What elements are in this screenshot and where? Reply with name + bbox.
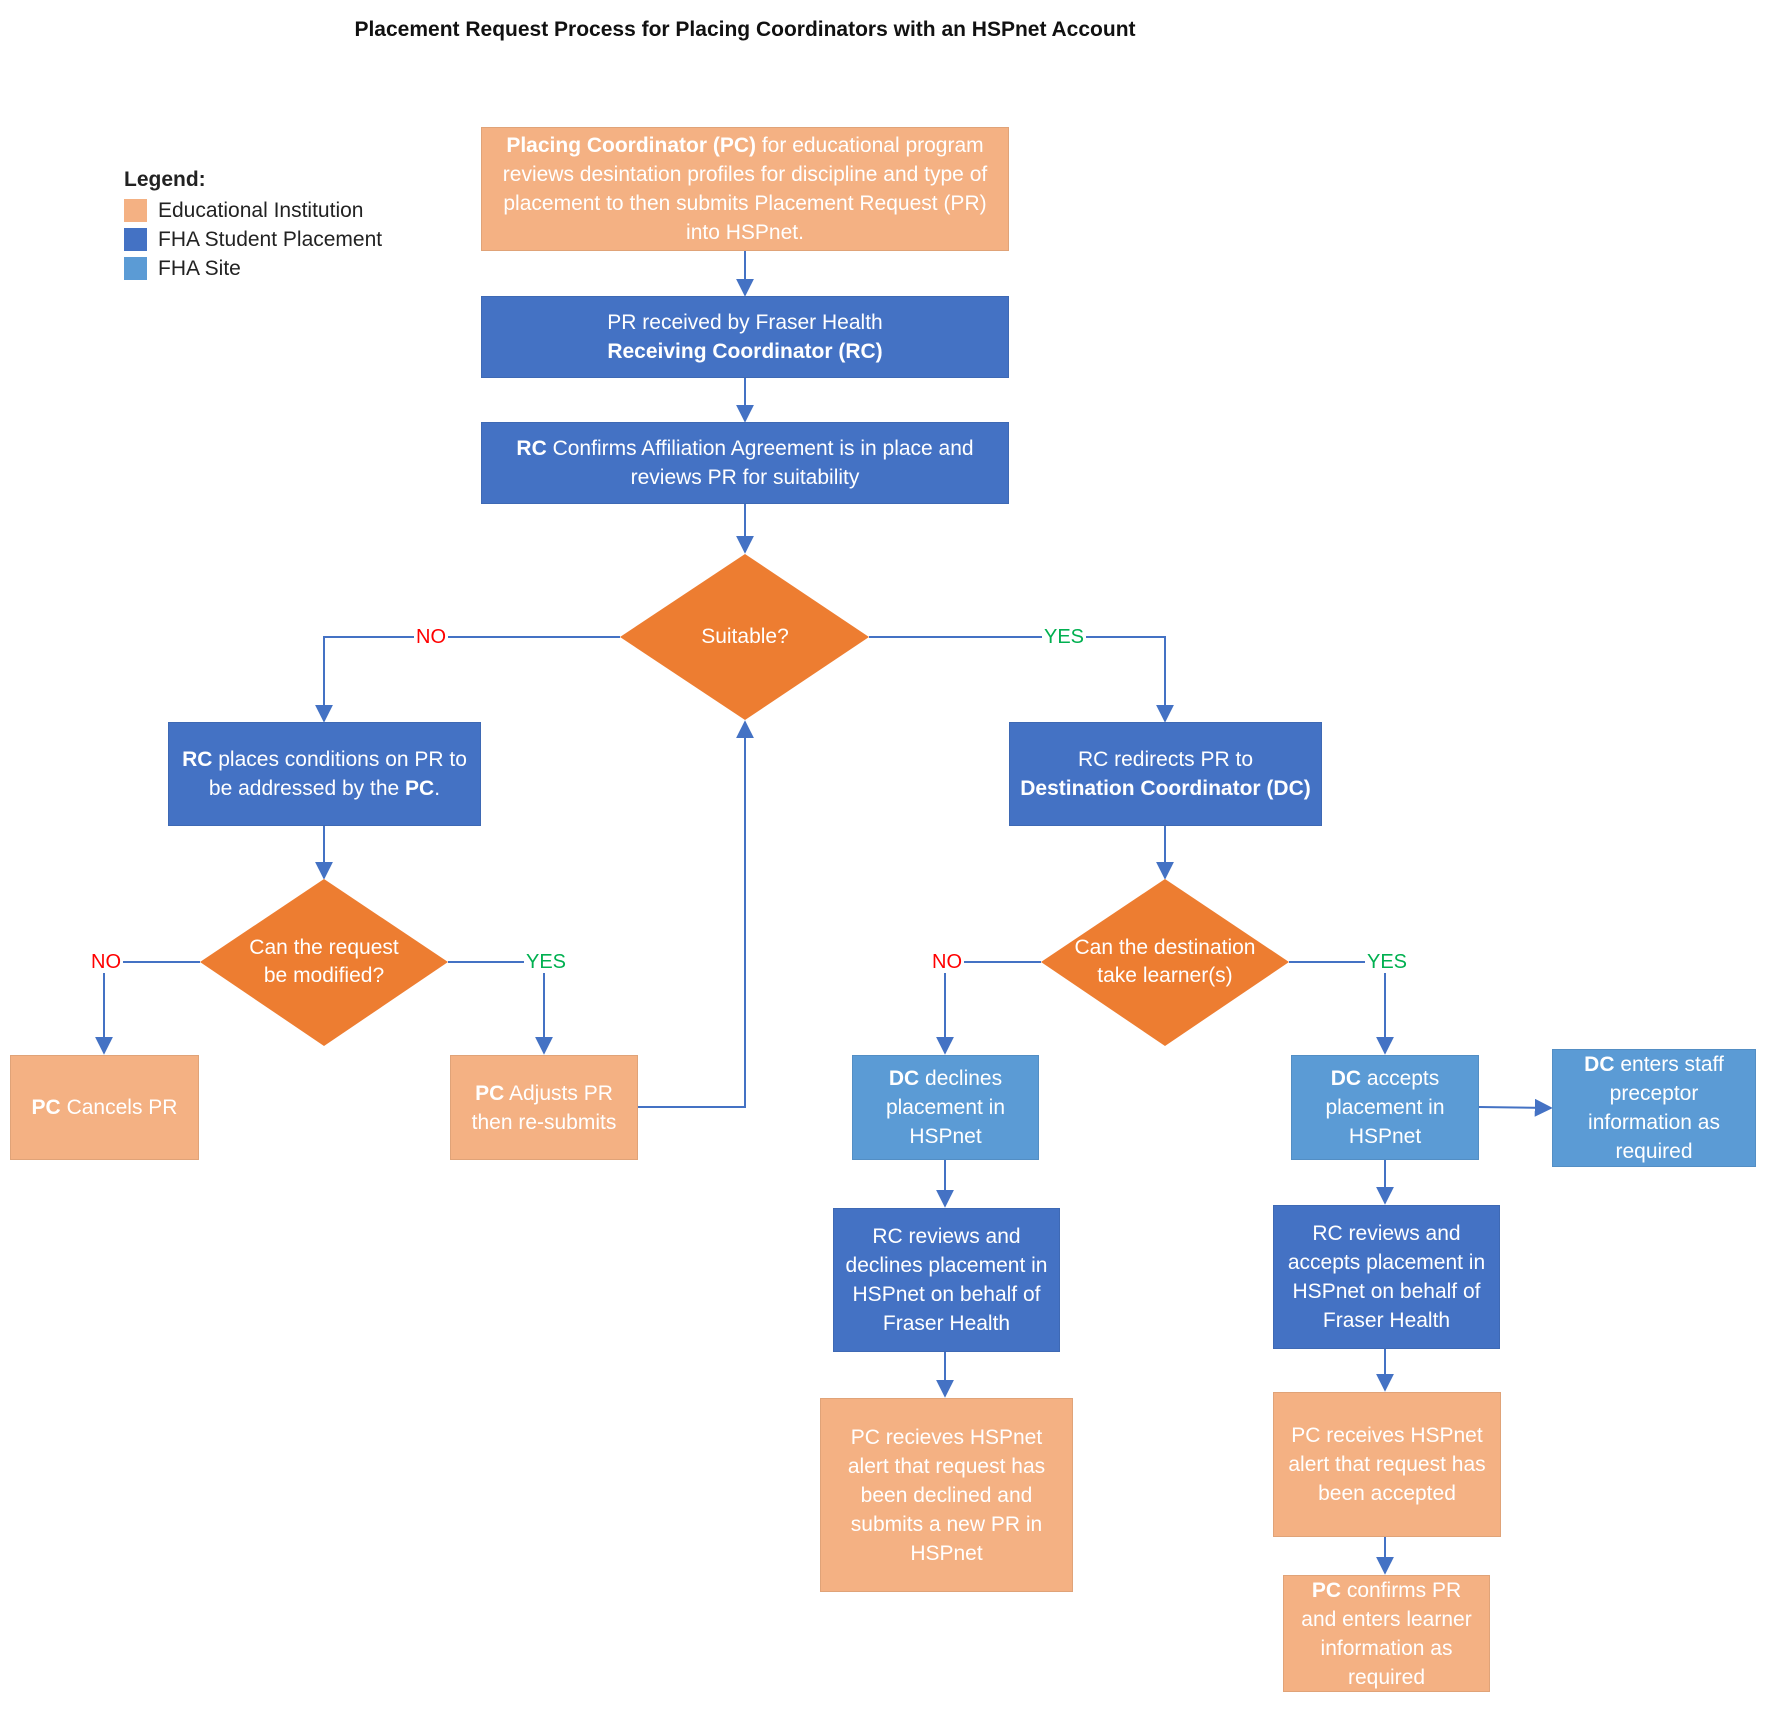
suitable-decision-label: Suitable? <box>701 625 789 648</box>
take-decision-shape <box>1041 879 1289 1046</box>
rc-declines-box: RC reviews and declines placement in HSP… <box>833 1208 1060 1352</box>
connector-modify-no <box>95 961 200 1055</box>
legend-swatch-fha-site <box>124 257 147 280</box>
pc-submit-bold: Placing Coordinator (PC) <box>506 134 757 157</box>
legend-label-fha-student-placement: FHA Student Placement <box>158 227 383 251</box>
rc-conditions-text: places conditions on PR to be addressed … <box>208 748 467 800</box>
dc-accepts-bold: DC <box>1330 1067 1362 1090</box>
pc-cancels-text: Cancels PR <box>60 1096 178 1119</box>
rc-confirms-box: RC Confirms Affiliation Agreement is in … <box>481 422 1009 504</box>
connector-suitable-no <box>315 636 620 723</box>
dc-declines-bold: DC <box>888 1067 920 1090</box>
suitable-no-label: NO <box>414 626 448 648</box>
rc-redirects-bold: Destination Coordinator (DC) <box>1020 777 1311 800</box>
rc-accepts-text: RC reviews and accepts placement in HSPn… <box>1287 1222 1486 1332</box>
legend-swatch-educational <box>124 199 147 222</box>
pr-received-bold: Receiving Coordinator (RC) <box>607 340 883 363</box>
rc-confirms-text: Confirms Affiliation Agreement is in pla… <box>546 437 974 489</box>
pc-adjusts-text: Adjusts PR then re-submits <box>471 1081 617 1134</box>
pc-confirms-bold: PC <box>1311 1578 1341 1602</box>
dc-accepts-text: accepts placement in HSPnet <box>1325 1067 1445 1148</box>
legend-item-fha-student-placement: FHA Student Placement <box>124 225 382 254</box>
pr-received-text: PR received by Fraser Health <box>607 311 883 334</box>
pc-submit-box: Placing Coordinator (PC) for educational… <box>481 127 1009 251</box>
dc-preceptor-text: enters staff preceptor information as re… <box>1588 1053 1724 1163</box>
rc-redirects-text: RC redirects PR to <box>1077 748 1254 771</box>
dc-accepts-box: DC accepts placement in HSPnet <box>1291 1055 1479 1160</box>
modify-yes-label: YES <box>524 951 569 973</box>
pc-adjusts-bold: PC <box>475 1081 505 1105</box>
rc-declines-text: RC reviews and declines placement in HSP… <box>845 1225 1048 1335</box>
rc-conditions-bold: RC <box>182 748 213 771</box>
modify-decision-shape <box>200 879 448 1046</box>
legend-item-educational: Educational Institution <box>124 196 382 225</box>
pc-accepted-alert-text: PC receives HSPnet alert that request ha… <box>1288 1424 1486 1505</box>
rc-redirects-box: RC redirects PR to Destination Coordinat… <box>1009 722 1322 826</box>
legend-item-fha-site: FHA Site <box>124 254 382 283</box>
pc-confirms-box: PC confirms PR and enters learner inform… <box>1283 1575 1490 1692</box>
connector-take-yes <box>1289 961 1394 1055</box>
pc-accepted-alert-box: PC receives HSPnet alert that request ha… <box>1273 1392 1501 1537</box>
connector-modify-yes <box>448 961 553 1055</box>
connector-suitable-yes <box>869 636 1174 723</box>
dc-declines-text: declines placement in HSPnet <box>885 1067 1006 1148</box>
pc-confirms-text: confirms PR and enters learner informati… <box>1301 1578 1472 1689</box>
legend-label-fha-site: FHA Site <box>158 256 241 280</box>
legend-label-educational: Educational Institution <box>158 198 364 222</box>
legend: Legend: Educational Institution FHA Stud… <box>124 168 382 283</box>
modify-no-label: NO <box>89 951 123 973</box>
take-no-label: NO <box>930 951 964 973</box>
rc-conditions-box: RC places conditions on PR to be address… <box>168 722 481 826</box>
take-yes-label: YES <box>1365 951 1410 973</box>
dc-preceptor-bold: DC <box>1584 1053 1615 1076</box>
suitable-decision-shape <box>620 554 869 720</box>
pc-cancels-bold: PC <box>31 1096 61 1119</box>
rc-conditions-bold2: PC <box>405 777 435 800</box>
connector-accepts-to-preceptor <box>1478 1098 1553 1117</box>
legend-swatch-fha-student-placement <box>124 228 147 251</box>
modify-decision-label: Can the request be modified? <box>249 936 399 987</box>
dc-declines-box: DC declines placement in HSPnet <box>852 1055 1039 1160</box>
rc-accepts-box: RC reviews and accepts placement in HSPn… <box>1273 1205 1500 1349</box>
connector-adjusts-to-suitable <box>638 720 754 1108</box>
rc-confirms-bold: RC <box>516 437 547 460</box>
pc-submit-text: for educational program reviews desintat… <box>502 134 988 244</box>
suitable-yes-label: YES <box>1042 626 1087 648</box>
take-decision-label: Can the destination take learner(s) <box>1074 936 1256 987</box>
page-title: Placement Request Process for Placing Co… <box>354 18 1136 41</box>
rc-conditions-text2: . <box>434 777 441 800</box>
pc-declined-alert-box: PC recieves HSPnet alert that request ha… <box>820 1398 1073 1592</box>
pc-declined-alert-text: PC recieves HSPnet alert that request ha… <box>847 1425 1046 1565</box>
legend-title: Legend: <box>124 168 206 191</box>
dc-preceptor-box: DC enters staff preceptor information as… <box>1552 1049 1756 1167</box>
connector-take-no <box>936 961 1041 1055</box>
pc-cancels-box: PC Cancels PR <box>10 1055 199 1160</box>
pc-adjusts-box: PC Adjusts PR then re-submits <box>450 1055 638 1160</box>
